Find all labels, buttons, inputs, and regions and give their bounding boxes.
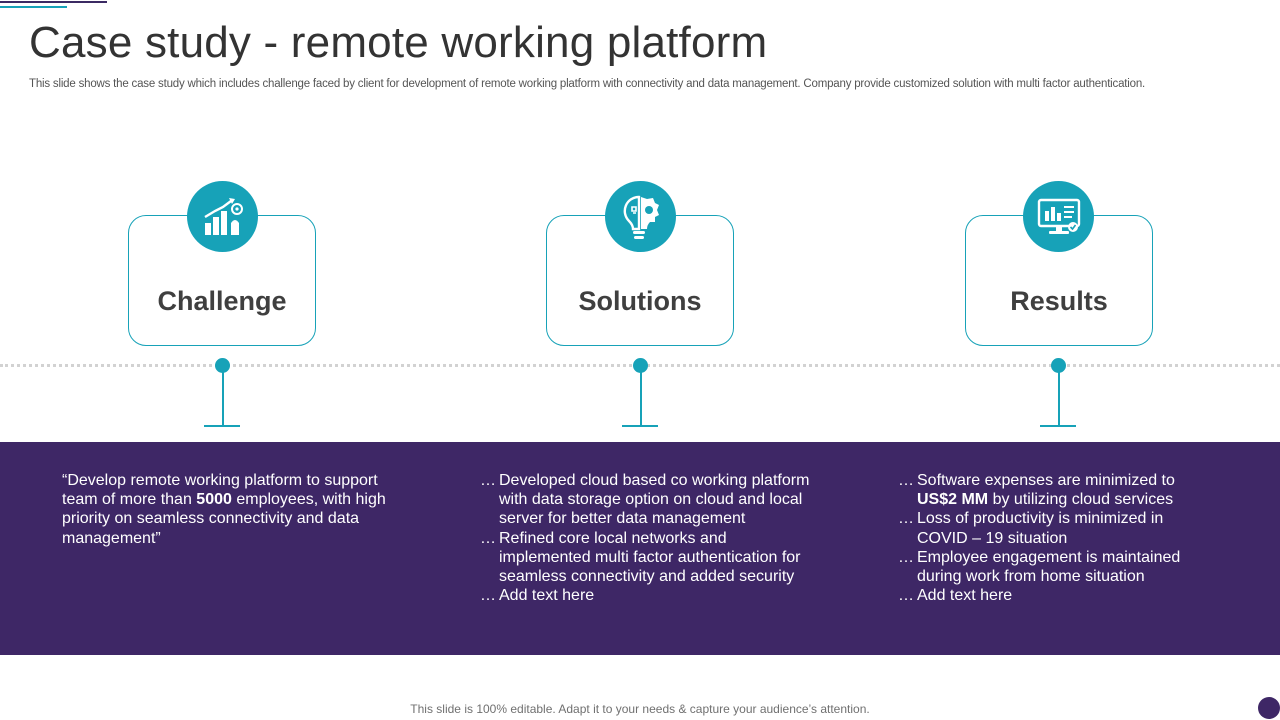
corner-accent-line-teal bbox=[0, 6, 67, 8]
connector-stem bbox=[640, 372, 642, 426]
growth-chart-icon bbox=[187, 181, 258, 252]
challenge-description: “Develop remote working platform to supp… bbox=[62, 471, 392, 548]
solutions-heading: Solutions bbox=[578, 286, 702, 316]
results-card: Results bbox=[965, 215, 1153, 346]
challenge-card: Challenge bbox=[128, 215, 316, 346]
results-bullet-highlight: US$2 MM bbox=[917, 491, 989, 509]
timeline-node-results bbox=[1051, 358, 1066, 373]
results-bullet-start: Software expenses are minimized to bbox=[917, 472, 1175, 489]
challenge-quote-end: employees, with high priority on seamles… bbox=[62, 491, 386, 547]
challenge-heading: Challenge bbox=[157, 286, 287, 316]
footer-note: This slide is 100% editable. Adapt it to… bbox=[410, 702, 870, 716]
page-title: Case study - remote working platform bbox=[29, 18, 768, 67]
solutions-description: Developed cloud based co working platfor… bbox=[480, 471, 815, 606]
results-bullet: Loss of productivity is minimized in COV… bbox=[898, 509, 1198, 547]
challenge-quote-start: “Develop remote working platform to supp… bbox=[62, 472, 378, 509]
results-heading: Results bbox=[1010, 286, 1108, 316]
connector-foot bbox=[622, 425, 658, 427]
solutions-bullet: Refined core local networks and implemen… bbox=[480, 529, 815, 587]
results-bullet-end: by utilizing cloud services bbox=[988, 491, 1174, 509]
results-description: Software expenses are minimized to US$2 … bbox=[898, 471, 1198, 606]
solutions-bullet: Add text here bbox=[480, 586, 815, 605]
connector-stem bbox=[222, 372, 224, 426]
lightbulb-gear-icon bbox=[605, 181, 676, 252]
monitor-analytics-icon bbox=[1023, 181, 1094, 252]
page-indicator-dot bbox=[1258, 697, 1280, 719]
challenge-quote-highlight: 5000 bbox=[196, 491, 232, 509]
results-bullet: Employee engagement is maintained during… bbox=[898, 548, 1198, 586]
timeline-node-solutions bbox=[633, 358, 648, 373]
solutions-bullet: Developed cloud based co working platfor… bbox=[480, 471, 815, 529]
connector-foot bbox=[204, 425, 240, 427]
corner-accent-line bbox=[0, 1, 107, 3]
page-subtitle: This slide shows the case study which in… bbox=[29, 78, 1146, 90]
results-bullet: Software expenses are minimized to US$2 … bbox=[898, 471, 1198, 509]
results-bullet: Add text here bbox=[898, 586, 1198, 605]
timeline-node-challenge bbox=[215, 358, 230, 373]
connector-foot bbox=[1040, 425, 1076, 427]
connector-stem bbox=[1058, 372, 1060, 426]
